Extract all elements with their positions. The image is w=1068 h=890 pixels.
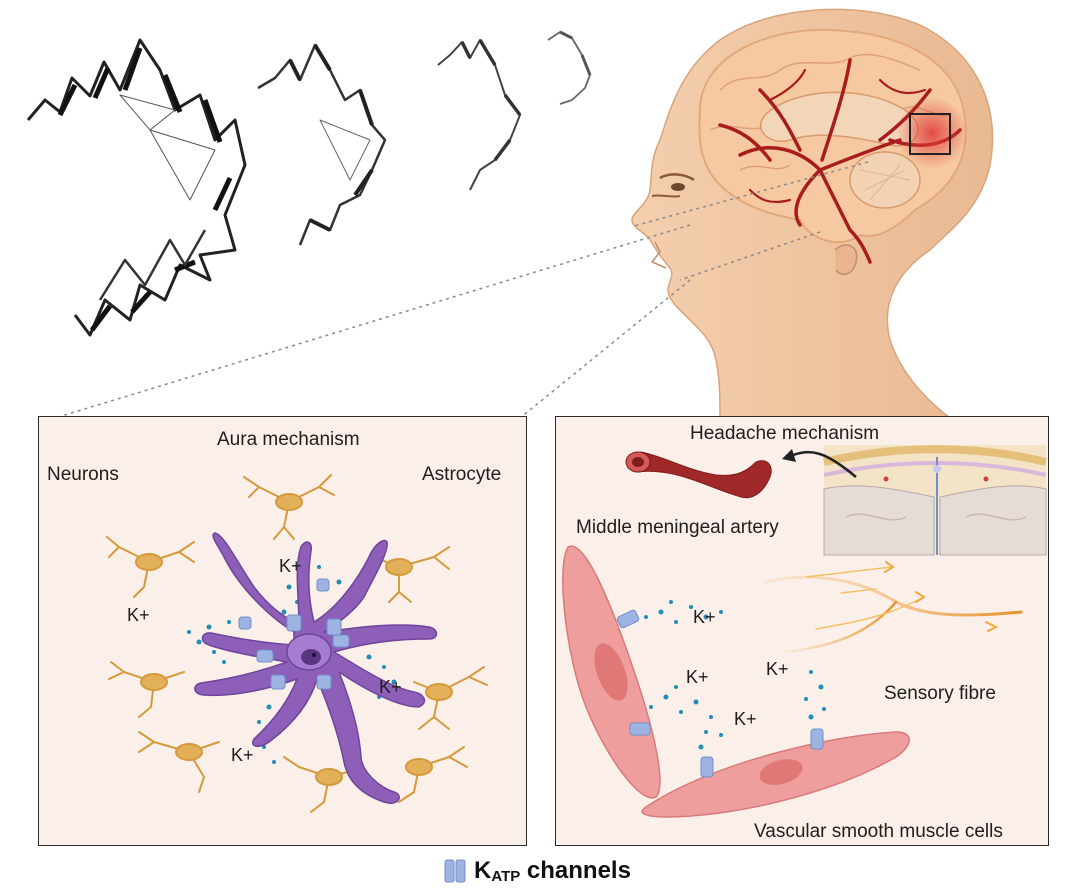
ion-label: K+ <box>127 605 150 626</box>
fibre-label: Sensory fibre <box>884 683 996 705</box>
legend-subscript: ATP <box>491 868 520 885</box>
ion-label: K+ <box>379 677 402 698</box>
astrocyte-label: Astrocyte <box>422 464 501 486</box>
legend-label: KATP channels <box>474 857 631 885</box>
legend: KATP channels <box>444 857 631 885</box>
katp-channel-icon <box>444 858 466 884</box>
sensory-fibre <box>766 562 1021 652</box>
aura-scotoma-3 <box>438 40 520 190</box>
ion-label: K+ <box>231 745 254 766</box>
legend-symbol: K <box>474 857 491 884</box>
smooth-muscle-label: Vascular smooth muscle cells <box>754 821 1003 843</box>
aura-scotoma-4 <box>548 32 590 104</box>
smooth-muscle-cells <box>563 546 909 817</box>
headache-panel: Headache mechanism Middle meningeal arte… <box>555 416 1049 846</box>
ion-label: K+ <box>693 607 716 628</box>
ion-label: K+ <box>686 667 709 688</box>
ion-label: K+ <box>734 709 757 730</box>
legend-suffix: channels <box>520 857 631 884</box>
ion-label: K+ <box>766 659 789 680</box>
headache-illustration <box>556 417 1050 847</box>
middle-meningeal-artery <box>626 452 771 498</box>
aura-panel: Aura mechanism Neurons Astrocyte K+ K+ K… <box>38 416 527 846</box>
headache-title: Headache mechanism <box>690 423 879 445</box>
aura-scotoma-2 <box>258 45 385 245</box>
neurons-label: Neurons <box>47 464 119 486</box>
ion-label: K+ <box>279 556 302 577</box>
artery-label: Middle meningeal artery <box>576 517 779 539</box>
aura-scotoma-1 <box>28 40 245 335</box>
aura-title: Aura mechanism <box>217 429 360 451</box>
arrowhead <box>782 449 796 462</box>
meninges-cross-section <box>824 445 1046 555</box>
